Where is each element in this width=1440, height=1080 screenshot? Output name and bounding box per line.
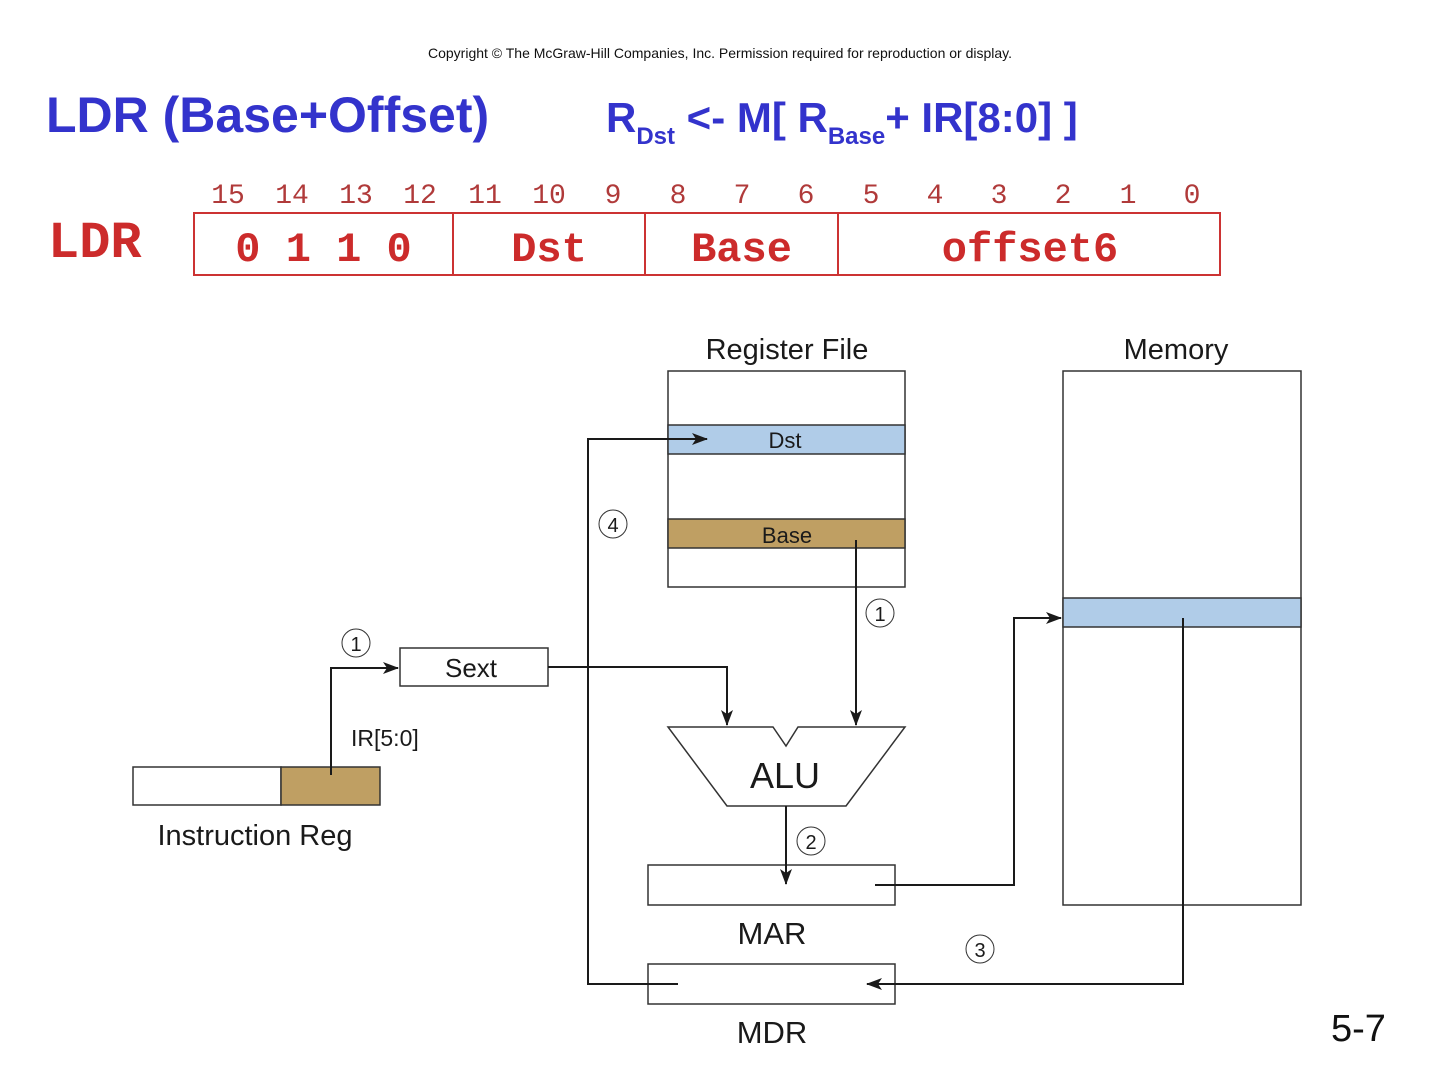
bit-number: 15 — [211, 181, 245, 212]
bit-number: 9 — [604, 181, 622, 212]
step-circle-memory: 3 — [965, 934, 995, 964]
bit-number: 0 — [1183, 181, 1201, 212]
ir-field-label: IR[5:0] — [351, 725, 419, 751]
step-label: 4 — [607, 515, 618, 537]
instruction-reg-label: Instruction Reg — [157, 820, 352, 852]
rtl-expression: RDst <- M[ RBase+ IR[8:0] ] — [606, 94, 1078, 151]
field-dst: Dst — [452, 214, 644, 274]
base-register-label: Base — [762, 523, 812, 548]
wire-sext-to-alu — [548, 666, 733, 726]
slide-title: LDR (Base+Offset) — [46, 87, 490, 143]
memory-title: Memory — [1124, 334, 1229, 366]
page-number: 5-7 — [1331, 1008, 1386, 1050]
bit-number: 6 — [797, 181, 815, 212]
wire-ir-to-sext — [330, 662, 399, 775]
wire-memory-to-mdr — [866, 618, 1184, 990]
step-label: 1 — [350, 634, 361, 656]
bit-number: 7 — [733, 181, 751, 212]
step-circle-alu: 2 — [796, 826, 826, 856]
field-base: Base — [644, 214, 837, 274]
dst-register-label: Dst — [769, 428, 802, 453]
bit-number: 13 — [339, 181, 373, 212]
bit-number: 1 — [1119, 181, 1137, 212]
field-offset6: offset6 — [837, 214, 1221, 274]
bit-number: 5 — [862, 181, 880, 212]
field-opcode: 0 1 1 0 — [235, 226, 412, 274]
rtl-end: + IR[8:0] ] — [885, 94, 1078, 141]
wire-mdr-to-dst — [587, 433, 708, 985]
wire-mar-to-memory — [875, 612, 1062, 886]
rtl-sub-dst: Dst — [636, 123, 676, 150]
step-label: 3 — [974, 940, 985, 962]
step-circle-ir: 1 — [341, 628, 371, 658]
mar-label: MAR — [738, 916, 807, 951]
bit-number: 4 — [926, 181, 944, 212]
step-circle-base: 1 — [865, 598, 895, 628]
bit-number: 14 — [275, 181, 309, 212]
rtl-mid: <- M[ R — [675, 94, 828, 141]
bit-number: 3 — [990, 181, 1008, 212]
bit-number: 12 — [403, 181, 437, 212]
instruction-encoding: 0 1 1 0 Dst Base offset6 — [193, 212, 1221, 276]
sext-unit — [399, 647, 549, 687]
mdr-label: MDR — [737, 1015, 808, 1050]
step-circle-writeback: 4 — [598, 509, 628, 539]
bit-number: 10 — [532, 181, 566, 212]
copyright-notice: Copyright © The McGraw-Hill Companies, I… — [427, 45, 1013, 61]
register-file — [667, 370, 906, 588]
alu — [666, 726, 907, 807]
bit-number: 2 — [1054, 181, 1072, 212]
mar-register — [647, 864, 896, 906]
sext-label: Sext — [445, 653, 498, 683]
step-label: 1 — [874, 604, 885, 626]
rtl-sub-base: Base — [827, 123, 886, 150]
base-register — [667, 518, 906, 549]
alu-label: ALU — [750, 755, 820, 796]
instruction-register — [132, 766, 282, 806]
mdr-register — [647, 963, 896, 1005]
register-file-title: Register File — [706, 334, 869, 366]
bit-number: 11 — [468, 181, 502, 212]
bit-number: 8 — [669, 181, 687, 212]
step-label: 2 — [805, 832, 816, 854]
rtl-r1: R — [606, 94, 637, 141]
opcode-name: LDR — [48, 214, 142, 273]
